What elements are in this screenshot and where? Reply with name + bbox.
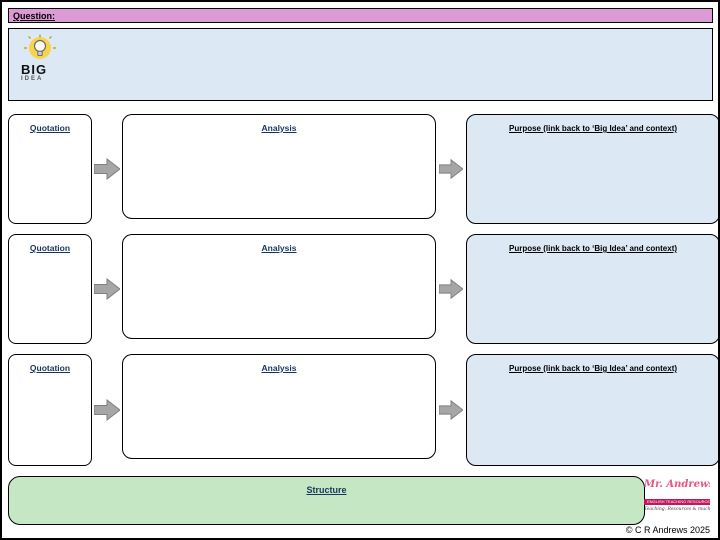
question-field[interactable]: Question: [8, 8, 713, 23]
quotation-field-3[interactable]: Quotation [8, 354, 92, 466]
arrow-cell [436, 354, 466, 466]
analysis-label: Analysis [261, 123, 297, 133]
right-arrow-icon [439, 278, 463, 300]
right-arrow-icon [94, 398, 120, 422]
brand-logo: Mr. Andrews' ENGLISH TEACHING RESOURCES … [644, 479, 710, 523]
question-label: Question: [13, 10, 55, 21]
right-arrow-icon [439, 158, 463, 180]
arrow-cell [92, 234, 122, 344]
purpose-label: Purpose (link back to ‘Big Idea’ and con… [508, 364, 678, 373]
copyright-text: © C R Andrews 2025 [625, 525, 710, 535]
logo-band: ENGLISH TEACHING RESOURCES [644, 499, 710, 506]
logo-tagline: Teaching, Resources & much more [644, 506, 710, 512]
purpose-label: Purpose (link back to ‘Big Idea’ and con… [508, 124, 678, 133]
quotation-field-2[interactable]: Quotation [8, 234, 92, 344]
purpose-field-1[interactable]: Purpose (link back to ‘Big Idea’ and con… [466, 114, 718, 224]
quotation-field-1[interactable]: Quotation [8, 114, 92, 224]
arrow-cell [92, 114, 122, 224]
quotation-label: Quotation [29, 243, 71, 253]
quotation-label: Quotation [29, 363, 71, 373]
big-idea-subtitle: IDEA [21, 76, 44, 82]
big-idea-badge: BIG IDEA [21, 34, 69, 82]
purpose-field-2[interactable]: Purpose (link back to ‘Big Idea’ and con… [466, 234, 718, 344]
arrow-cell [436, 114, 466, 224]
right-arrow-icon [439, 399, 463, 421]
right-arrow-icon [94, 277, 120, 301]
analysis-label: Analysis [261, 243, 297, 253]
arrow-cell [92, 354, 122, 466]
paragraph-row-3: Quotation Analysis Purpose (link back to… [8, 354, 718, 466]
lightbulb-icon [24, 34, 56, 59]
structure-field[interactable]: Structure [8, 476, 645, 525]
arrow-cell [436, 234, 466, 344]
analysis-field-2[interactable]: Analysis [122, 234, 436, 339]
quotation-label: Quotation [29, 123, 71, 133]
purpose-label: Purpose (link back to ‘Big Idea’ and con… [508, 244, 678, 253]
analysis-field-1[interactable]: Analysis [122, 114, 436, 219]
structure-label: Structure [306, 485, 347, 495]
logo-title: Mr. Andrews' [644, 479, 710, 490]
analysis-field-3[interactable]: Analysis [122, 354, 436, 459]
analysis-label: Analysis [261, 363, 297, 373]
right-arrow-icon [94, 157, 120, 181]
purpose-field-3[interactable]: Purpose (link back to ‘Big Idea’ and con… [466, 354, 718, 466]
paragraph-row-2: Quotation Analysis Purpose (link back to… [8, 234, 718, 344]
paragraph-row-1: Quotation Analysis Purpose (link back to… [8, 114, 718, 224]
big-idea-title: BIG [21, 62, 48, 77]
big-idea-field[interactable]: BIG IDEA [8, 28, 713, 101]
